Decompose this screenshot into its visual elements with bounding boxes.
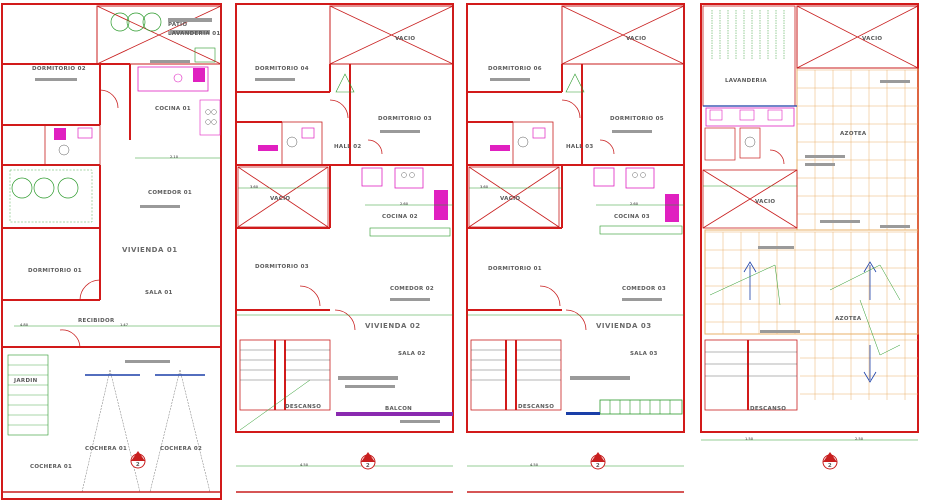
room-label-azotea: AZOTEA: [840, 131, 867, 137]
room-label-hall: HALL 03: [566, 144, 594, 150]
room-label-comedor: COMEDOR 03: [622, 286, 666, 292]
room-label-azotea: AZOTEA: [835, 316, 862, 322]
room-label-dormitorio: DORMITORIO 06: [488, 66, 542, 72]
dimension-label: 2.10: [170, 155, 179, 159]
room-label-dormitorio: DORMITORIO 02: [32, 66, 86, 72]
balcony-railing: [599, 399, 683, 415]
room-label-cochera: COCHERA 01: [85, 446, 127, 452]
dimension-label: 3.60: [480, 185, 489, 189]
plan-2-stair: [239, 339, 331, 431]
section-marker-icon: 2: [360, 452, 376, 470]
room-label-cochera: COCHERA 01: [30, 464, 72, 470]
room-label-vivienda: VIVIENDA 01: [122, 246, 178, 254]
room-label-dormitorio: DORMITORIO 05: [610, 116, 664, 122]
room-label-patio: PATIO: [168, 22, 187, 28]
room-label-vacio: VACIO: [500, 196, 520, 202]
dimension-label: 2.50: [855, 437, 864, 441]
room-label-sala: SALA 02: [398, 351, 426, 357]
section-marker-label: 2: [366, 463, 370, 469]
room-label-cochera: COCHERA 02: [160, 446, 202, 452]
room-label-dormitorio: DORMITORIO 04: [255, 66, 309, 72]
room-label-vacio: VACIO: [626, 36, 646, 42]
room-label-descanso: DESCANSO: [285, 404, 321, 410]
room-label-descanso: DESCANSO: [518, 404, 554, 410]
plants: [110, 12, 162, 32]
room-label-dormitorio: DORMITORIO 01: [28, 268, 82, 274]
room-label-dormitorio: DORMITORIO 01: [488, 266, 542, 272]
room-label-hall: HALL 02: [334, 144, 362, 150]
room-label-sala: SALA 03: [630, 351, 658, 357]
room-label-comedor: COMEDOR 01: [148, 190, 192, 196]
dimension-label: 4.50: [530, 463, 539, 467]
room-label-cocina: COCINA 03: [614, 214, 650, 220]
plan-4: 2 VACIO LAVANDERIA AZOTEA VACIO AZOTEA D…: [700, 3, 919, 470]
room-label-recibidor: RECIBIDOR: [78, 318, 115, 324]
dimension-label: 2.60: [400, 202, 409, 206]
room-label-descanso: DESCANSO: [750, 406, 786, 412]
room-label-vivienda: VIVIENDA 03: [596, 322, 652, 330]
plan-2-outline: [235, 3, 454, 433]
dimension-label: 3.60: [250, 185, 259, 189]
roof-grid: [705, 69, 918, 400]
plan-3-outline: [466, 3, 685, 433]
room-label-comedor: COMEDOR 02: [390, 286, 434, 292]
dimension-label: 4.80: [20, 323, 29, 327]
slope-arrow-icon: [743, 261, 877, 383]
plan-2: 2 VACIO DORMITORIO 04 DORMITORIO 03 HALL…: [235, 3, 454, 493]
room-label-vacio: VACIO: [862, 36, 882, 42]
dimension-label: 1.47: [120, 323, 128, 327]
room-label-vacio: VACIO: [755, 199, 775, 205]
annotation-blocks: [35, 60, 910, 388]
room-label-dormitorio: DORMITORIO 03: [255, 264, 309, 270]
plan-4-stair: [704, 339, 798, 411]
section-marker-icon: 2: [590, 452, 606, 470]
plan-3: 2 VACIO DORMITORIO 06 DORMITORIO 05 HALL…: [466, 3, 685, 493]
room-label-jardin: JARDIN: [13, 378, 38, 384]
section-marker-icon: 2: [822, 452, 838, 470]
room-label-cocina: COCINA 02: [382, 214, 418, 220]
room-label-cocina: COCINA 01: [155, 106, 191, 112]
plan-1: 2 PATIO LAVANDERIA 01 DORMITORIO 02 COCI…: [1, 3, 222, 500]
section-marker-label: 2: [596, 463, 600, 469]
room-label-lavanderia: LAVANDERIA 01: [168, 31, 220, 37]
dimension-label: 4.50: [300, 463, 309, 467]
dimension-label: 1.50: [745, 437, 754, 441]
room-label-sala: SALA 01: [145, 290, 173, 296]
plan-1-outline: [1, 3, 222, 500]
room-label-dormitorio: DORMITORIO 03: [378, 116, 432, 122]
room-label-vacio: VACIO: [395, 36, 415, 42]
room-label-vacio: VACIO: [270, 196, 290, 202]
plan-3-stair: [470, 339, 562, 411]
section-marker-label: 2: [136, 462, 140, 468]
room-label-lavanderia: LAVANDERIA: [725, 78, 767, 84]
room-label-vivienda: VIVIENDA 02: [365, 322, 421, 330]
room-label-balcon: BALCON: [385, 406, 412, 412]
section-marker-icon: 2: [130, 451, 146, 469]
plan-1-stair: [7, 354, 49, 436]
dimension-label: 2.60: [630, 202, 639, 206]
section-marker-label: 2: [828, 463, 832, 469]
